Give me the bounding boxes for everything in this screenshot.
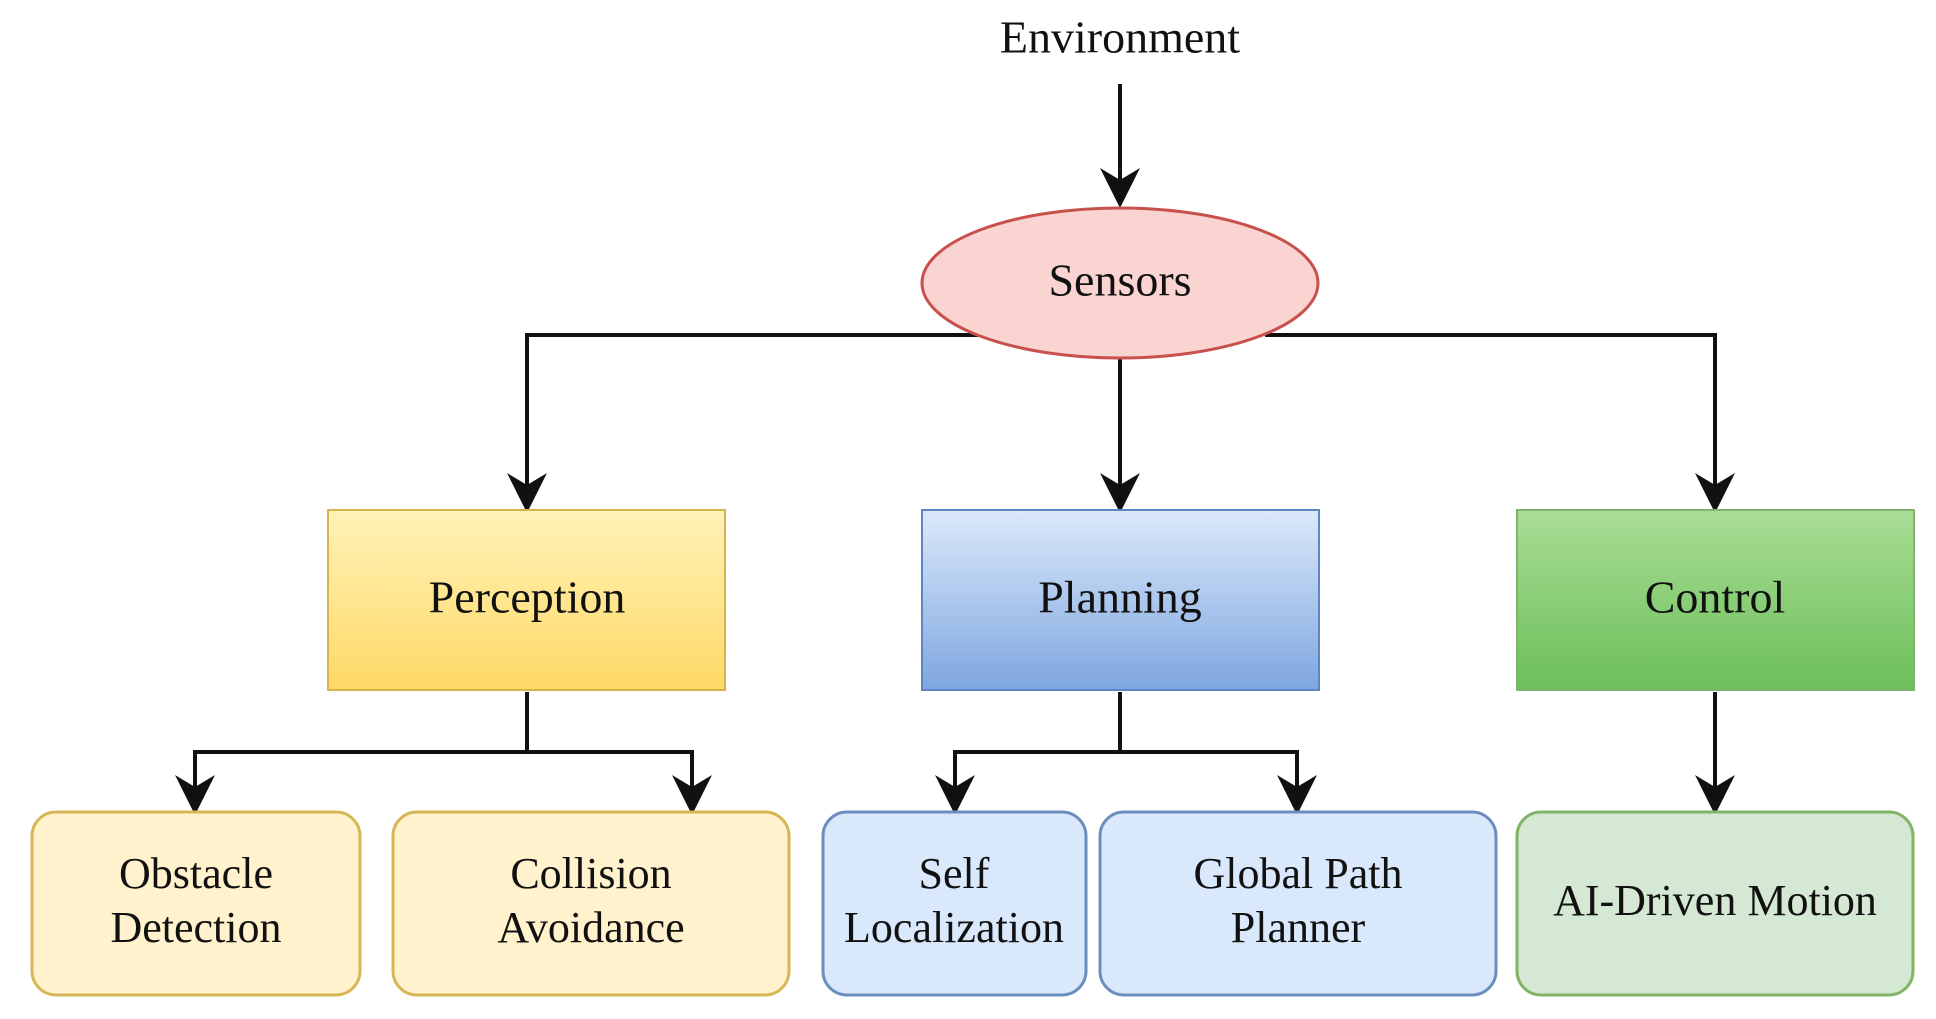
sensors-node: Sensors xyxy=(920,206,1320,360)
control-box xyxy=(1516,509,1915,691)
ai-driven-motion-label: AI-Driven Motion xyxy=(1553,876,1877,925)
obstacle-detection-node: Obstacle Detection xyxy=(30,810,362,997)
edge-perception-to-collision-avoidance xyxy=(527,750,712,815)
global-path-planner-line-1: Global Path xyxy=(1194,849,1403,898)
self-localization-box xyxy=(821,810,1088,997)
control-label: Control xyxy=(1645,572,1786,623)
edge-perception-to-obstacle-detection xyxy=(175,692,529,815)
edges xyxy=(175,84,1735,815)
sensors-label: Sensors xyxy=(1048,255,1191,306)
planning-label: Planning xyxy=(1038,572,1202,623)
ai-driven-motion-box xyxy=(1515,810,1915,997)
planning-node: Planning xyxy=(921,509,1320,691)
global-path-planner-node: Global Path Planner xyxy=(1098,810,1498,997)
collision-avoidance-node: Collision Avoidance xyxy=(391,810,791,997)
edge-planning-to-global-path-planner xyxy=(1120,750,1317,815)
perception-label: Perception xyxy=(429,572,626,623)
collision-avoidance-box xyxy=(391,810,791,997)
self-localization-line-2: Localization xyxy=(844,903,1064,952)
self-localization-line-1: Self xyxy=(919,849,990,898)
control-node: Control xyxy=(1516,509,1915,691)
collision-avoidance-line-1: Collision xyxy=(510,849,671,898)
sensors-ellipse xyxy=(920,206,1320,360)
global-path-planner-box xyxy=(1098,810,1498,997)
obstacle-detection-line-2: Detection xyxy=(110,903,281,952)
obstacle-detection-box xyxy=(30,810,362,997)
environment-label: Environment xyxy=(1000,12,1240,63)
global-path-planner-line-2: Planner xyxy=(1231,903,1366,952)
ai-driven-motion-node: AI-Driven Motion xyxy=(1515,810,1915,997)
edge-sensors-to-control xyxy=(1265,333,1735,513)
edge-sensors-to-perception xyxy=(507,333,1015,513)
planning-box xyxy=(921,509,1320,691)
obstacle-detection-line-1: Obstacle xyxy=(119,849,273,898)
perception-node: Perception xyxy=(327,509,726,691)
perception-box xyxy=(327,509,726,691)
edge-planning-to-self-localization xyxy=(935,692,1122,815)
collision-avoidance-line-2: Avoidance xyxy=(497,903,684,952)
self-localization-node: Self Localization xyxy=(821,810,1088,997)
